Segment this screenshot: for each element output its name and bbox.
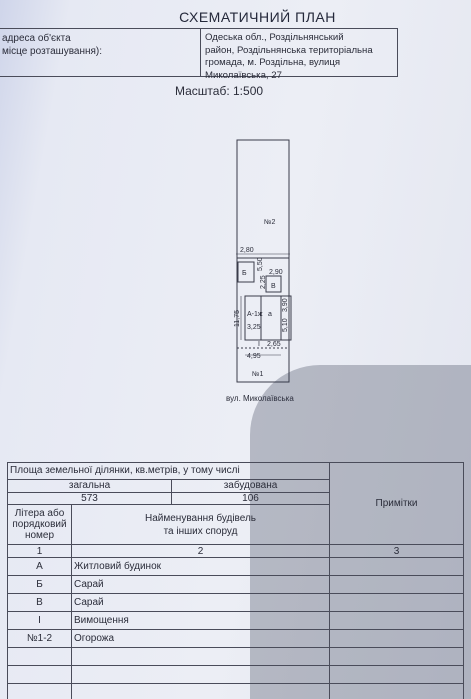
total-area-label: загальна	[7, 478, 172, 493]
dim-3-90: 3,90	[282, 298, 289, 312]
street-label: вул. Миколаївська	[226, 394, 294, 403]
table-row: А Житловий будинок	[7, 557, 465, 577]
building-a-small-label: а	[268, 311, 272, 318]
dim-3-25: 3,25	[247, 324, 261, 331]
row-letter: В	[7, 593, 72, 613]
row-name: Вимощення	[70, 611, 331, 631]
address-label: адреса об'єкта місце розташування):	[2, 32, 102, 58]
row-name: Житловий будинок	[70, 557, 331, 577]
dim-5-50: 5,50	[257, 257, 264, 271]
address-label-line2: місце розташування):	[2, 46, 103, 57]
building-a-outline	[244, 295, 282, 341]
row-letter: І	[7, 611, 72, 631]
letter-column-header: Літера або порядковий номер	[7, 504, 72, 546]
address-line: Одеська обл., Роздільнянський	[205, 32, 344, 43]
table-row-empty	[7, 664, 465, 684]
header-divider	[200, 29, 201, 76]
table-row: №1-2 Огорожа	[7, 629, 465, 648]
row-notes	[329, 557, 465, 577]
building-v-outline	[265, 275, 282, 293]
dim-2-25: 2,25	[260, 275, 267, 289]
table-row: Б Сарай	[7, 575, 465, 595]
table-row-empty	[7, 682, 465, 699]
address-value: Одеська обл., Роздільнянський район, Роз…	[205, 32, 400, 82]
paving-label: І	[258, 341, 260, 348]
row-name: Огорожа	[70, 629, 331, 648]
address-line: район, Роздільнянська територіальна	[205, 44, 373, 56]
row-name: Сарай	[70, 593, 331, 613]
row-letter: Б	[7, 575, 72, 595]
dim-2-65: 2,65	[267, 341, 281, 348]
built-area-label: забудована	[170, 478, 331, 493]
table-row-empty	[7, 646, 465, 666]
fence-n1-label: №1	[252, 371, 264, 378]
notes-header: Примітки	[329, 461, 465, 546]
building-b-outline	[237, 261, 255, 283]
row-letter: №1-2	[7, 629, 72, 648]
column-number: 3	[329, 544, 465, 559]
building-a-annex-outline	[280, 295, 292, 341]
row-notes	[329, 593, 465, 613]
buildings-table: Площа земельної ділянки, кв.метрів, у то…	[6, 461, 465, 699]
address-line: Миколаївська, 27	[205, 69, 282, 81]
built-area-value: 106	[170, 491, 331, 506]
document-title: СХЕМАТИЧНИЙ ПЛАН	[179, 9, 336, 25]
row-notes	[329, 575, 465, 595]
column-number: 2	[70, 544, 331, 559]
row-letter: А	[7, 557, 72, 577]
dim-2-90: 2,90	[269, 269, 283, 276]
fence-n2-label: №2	[264, 219, 276, 226]
building-v-label: В	[271, 283, 276, 290]
row-name: Сарай	[70, 575, 331, 595]
table-row: В Сарай	[7, 593, 465, 613]
building-a-label: А-1ж	[247, 311, 263, 318]
scale-label: Масштаб: 1:500	[175, 84, 264, 98]
column-number: 1	[7, 544, 72, 559]
dim-5-10: 5,10	[282, 318, 289, 332]
name-header-line1: Найменування будівель	[144, 512, 257, 524]
address-label-line1: адреса об'єкта	[2, 33, 71, 44]
address-line: громада, м. Роздільна, вулиця	[205, 57, 341, 68]
address-header-box: адреса об'єкта місце розташування): Одес…	[0, 28, 398, 81]
dim-11-75: 11,75	[234, 310, 241, 327]
row-notes	[329, 611, 465, 631]
name-header-line2: та інших споруд	[163, 525, 238, 537]
table-row: І Вимощення	[7, 611, 465, 631]
dim-2-80: 2,80	[240, 247, 254, 254]
area-header: Площа земельної ділянки, кв.метрів, у то…	[6, 462, 331, 480]
dim-4-95: 4,95	[247, 353, 261, 360]
row-notes	[329, 629, 465, 648]
total-area-value: 573	[7, 491, 172, 506]
building-b-label: Б	[242, 270, 247, 277]
lot-boundary	[236, 139, 290, 383]
